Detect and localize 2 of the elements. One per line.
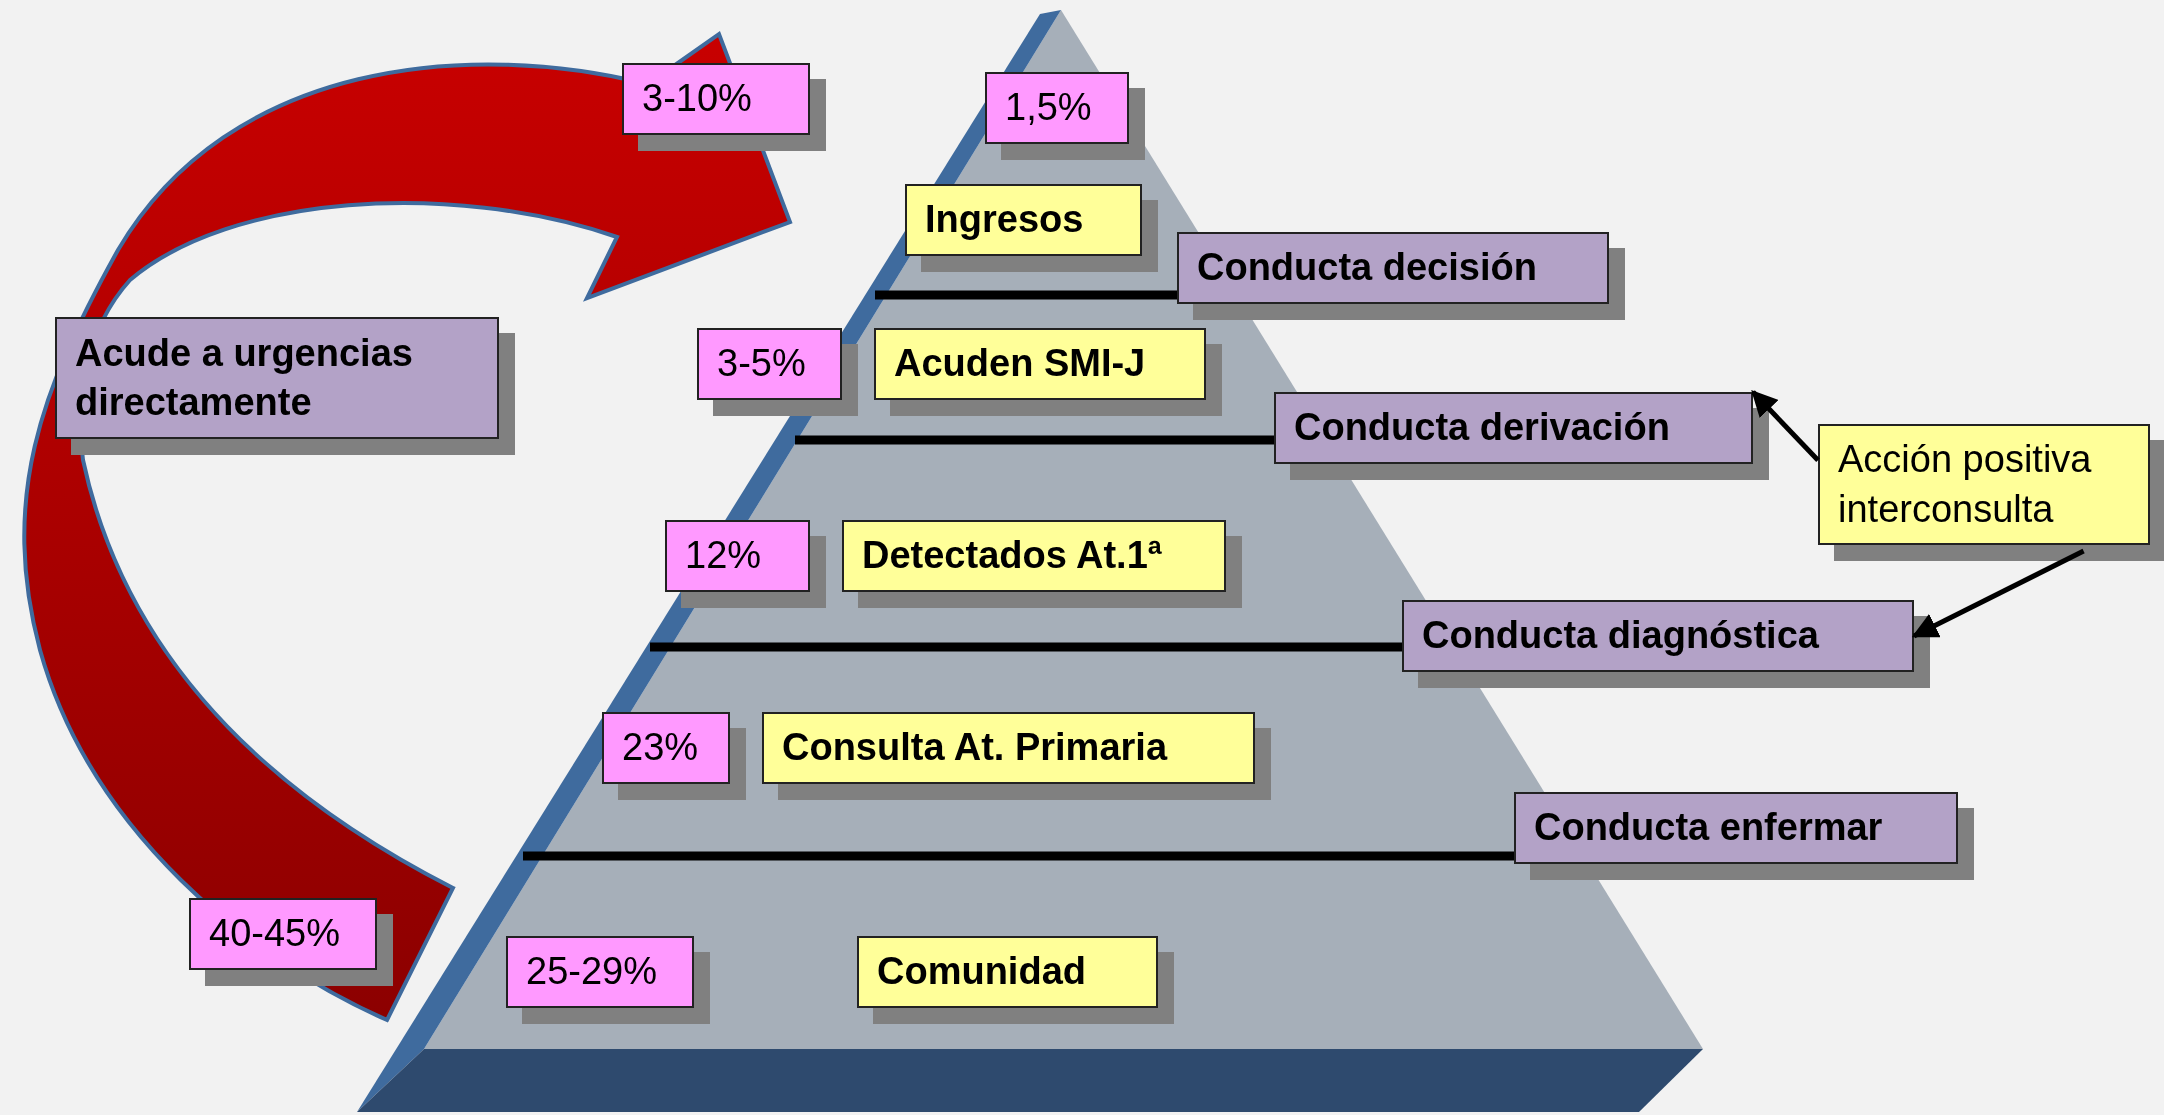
arrow (1751, 390, 1820, 463)
arrow (1911, 548, 2085, 639)
